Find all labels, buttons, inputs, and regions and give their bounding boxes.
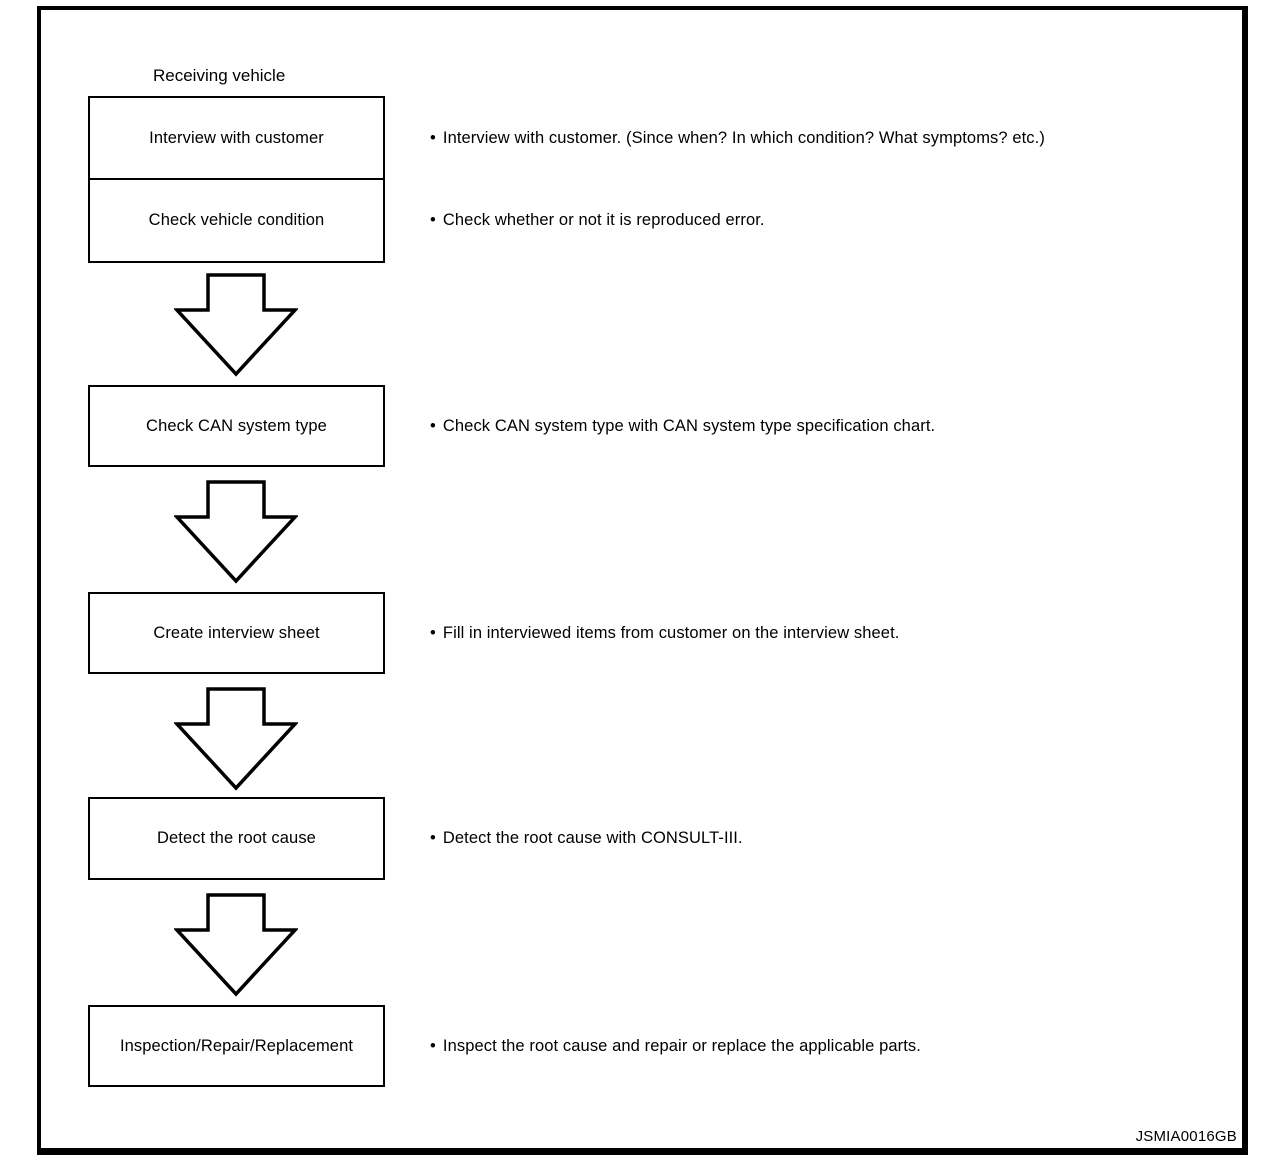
step-box-label: Inspection/Repair/Replacement [119,1036,354,1055]
note-interview-with-customer: • Interview with customer. (Since when? … [430,96,1220,180]
figure-code: JSMIA0016GB [1135,1128,1237,1145]
step-box-check-can-system-type: Check CAN system type [88,385,385,467]
down-arrow-icon [174,893,298,997]
step-box-label: Create interview sheet [153,623,320,642]
step-box-detect-root-cause: Detect the root cause [88,797,385,880]
note-check-vehicle-condition: • Check whether or not it is reproduced … [430,178,1220,263]
step-box-interview-with-customer: Interview with customer [88,96,385,180]
bullet-icon: • [430,211,436,230]
bullet-icon: • [430,416,436,435]
note-text: Check whether or not it is reproduced er… [442,211,765,230]
down-arrow-icon [174,273,298,377]
bullet-icon: • [430,623,436,642]
step-box-label: Check vehicle condition [148,211,325,229]
note-inspection-repair-replacement: • Inspect the root cause and repair or r… [430,1005,1220,1087]
note-text: Detect the root cause with CONSULT-III. [442,829,743,848]
flow-start-label: Receiving vehicle [153,66,286,85]
step-box-label: Check CAN system type [146,416,327,435]
step-box-create-interview-sheet: Create interview sheet [88,592,385,674]
bullet-icon: • [430,128,436,147]
step-box-check-vehicle-condition: Check vehicle condition [88,178,385,263]
note-detect-root-cause: • Detect the root cause with CONSULT-III… [430,797,1220,880]
bullet-icon: • [430,1036,436,1055]
step-box-label: Detect the root cause [157,829,316,847]
note-text: Inspect the root cause and repair or rep… [442,1036,921,1055]
note-text: Interview with customer. (Since when? In… [442,128,1045,147]
down-arrow-icon [174,687,298,791]
note-create-interview-sheet: • Fill in interviewed items from custome… [430,592,1220,674]
step-box-inspection-repair-replacement: Inspection/Repair/Replacement [88,1005,385,1087]
bullet-icon: • [430,829,436,848]
note-text: Fill in interviewed items from customer … [442,623,900,642]
note-text: Check CAN system type with CAN system ty… [442,416,936,435]
note-check-can-system-type: • Check CAN system type with CAN system … [430,385,1220,467]
down-arrow-icon [174,480,298,584]
step-box-label: Interview with customer [149,128,324,147]
